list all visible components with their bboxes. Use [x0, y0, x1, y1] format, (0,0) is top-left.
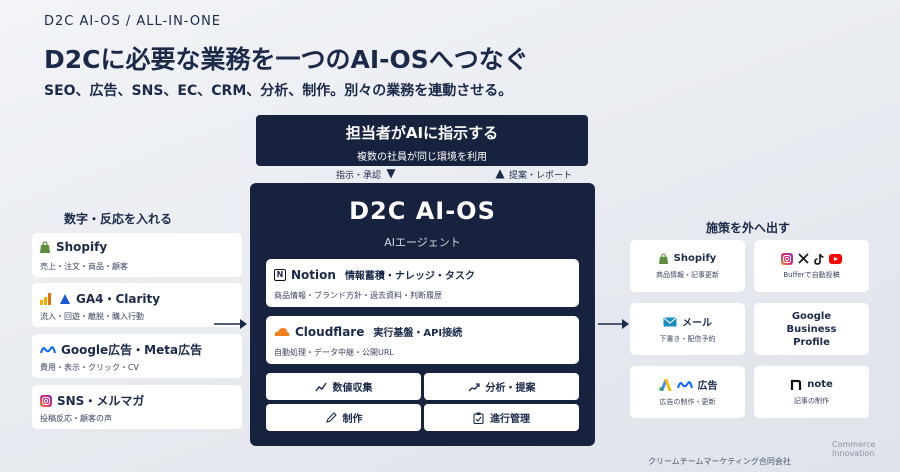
company-footer: クリームチームマーケティング合同会社 [648, 457, 791, 466]
page-title: D2Cに必要な業務を一つのAI-OSへつなぐ [44, 45, 529, 74]
output-desc: 広告の制作・更新 [659, 398, 716, 406]
input-ga4-clarity: GA4・Clarity 流入・回遊・離脱・購入行動 [32, 283, 242, 327]
core-subtitle: AIエージェント [384, 236, 461, 249]
function-progress: 進行管理 [424, 404, 579, 431]
down-arrow-label: 指示・承認 [336, 171, 382, 181]
input-name: GA4・Clarity [76, 292, 161, 306]
tool-desc: 商品情報・ブランド方針・過去資料・判断履歴 [274, 291, 442, 300]
output-name: Shopify [673, 253, 717, 264]
function-label: 数値収集 [332, 383, 373, 394]
operator-title: 担当者がAIに指示する [345, 124, 499, 142]
pen-icon [325, 411, 337, 424]
down-arrow-icon: ▼ [386, 166, 396, 180]
tool-name: Cloudflare [295, 324, 365, 339]
eyebrow: D2C AI-OS / ALL-IN-ONE [44, 14, 222, 29]
instagram-icon [781, 252, 793, 265]
output-name: note [807, 379, 833, 390]
output-desc: Bufferで自動投稿 [783, 270, 840, 279]
tool-tag: 実行基盤・API接続 [373, 328, 463, 339]
clipboard-icon [473, 412, 484, 424]
tool-notion: N Notion 情報蓄積・ナレッジ・タスク 商品情報・ブランド方針・過去資料・… [266, 259, 579, 307]
output-google-business: Google Business Profile [754, 303, 869, 355]
output-shopify: Shopify 商品情報・記事更新 [630, 240, 745, 292]
output-name: メール [682, 318, 712, 329]
ga4-icon [40, 292, 54, 305]
output-desc: 下書き・配信予約 [659, 335, 716, 343]
tool-tag: 情報蓄積・ナレッジ・タスク [344, 271, 475, 282]
output-note: note 記事の制作 [754, 366, 869, 418]
tool-cloudflare: Cloudflare 実行基盤・API接続 自動処理・データ中継・公開URL [266, 316, 579, 364]
trend-icon [468, 382, 480, 392]
google-ads-icon [658, 378, 672, 391]
cloudflare-icon [274, 327, 290, 337]
function-label: 分析・提案 [485, 383, 536, 394]
function-analysis: 分析・提案 [424, 373, 579, 400]
x-icon [798, 253, 809, 264]
output-name: Google Business Profile [786, 310, 837, 348]
core-panel: D2C AI-OS AIエージェント N Notion 情報蓄積・ナレッジ・タス… [250, 183, 595, 446]
youtube-icon [829, 253, 842, 264]
meta-icon [676, 380, 693, 390]
operator-sub: 複数の社員が同じ環境を利用 [357, 152, 487, 163]
function-label: 制作 [342, 414, 363, 425]
clarity-icon [59, 293, 71, 305]
output-arrow-icon [598, 318, 630, 334]
shopify-icon [658, 252, 669, 265]
tool-name: Notion [291, 267, 336, 282]
input-ads: Google広告・Meta広告 費用・表示・クリック・CV [32, 334, 242, 378]
corner-logo-line: Commerce [832, 440, 876, 449]
up-arrow-icon: ▲ [495, 166, 505, 180]
output-ads: 広告 広告の制作・更新 [630, 366, 745, 418]
input-desc: 費用・表示・クリック・CV [40, 363, 139, 372]
input-name: SNS・メルマガ [57, 394, 145, 408]
corner-logo: Commerce Innovation [832, 440, 875, 458]
function-label: 進行管理 [490, 414, 530, 425]
input-shopify: Shopify 売上・注文・商品・顧客 [32, 233, 242, 277]
notion-icon: N [274, 268, 286, 281]
output-desc: 商品情報・記事更新 [656, 270, 719, 279]
output-name: 広告 [697, 381, 718, 392]
instagram-icon [40, 394, 52, 407]
shopify-icon [40, 240, 51, 254]
input-desc: 投稿反応・顧客の声 [40, 414, 112, 423]
corner-logo-line: Innovation [832, 449, 875, 458]
output-mail: メール 下書き・配信予約 [630, 303, 745, 355]
chart-icon [314, 382, 327, 392]
function-data-collection: 数値収集 [266, 373, 421, 400]
input-name: Google広告・Meta広告 [61, 343, 203, 357]
input-desc: 売上・注文・商品・顧客 [40, 262, 128, 271]
input-sns-mail: SNS・メルマガ 投稿反応・顧客の声 [32, 385, 242, 429]
note-icon [790, 379, 802, 391]
input-name: Shopify [56, 240, 108, 254]
input-desc: 流入・回遊・離脱・購入行動 [40, 312, 144, 321]
output-desc: 記事の制作 [794, 396, 829, 405]
operator-box: 担当者がAIに指示する 複数の社員が同じ環境を利用 [256, 115, 588, 166]
up-arrow-label: 提案・レポート [509, 171, 573, 181]
tiktok-icon [814, 253, 824, 265]
mail-icon [663, 317, 677, 327]
inputs-heading: 数字・反応を入れる [64, 212, 173, 226]
outputs-heading: 施策を外へ出す [706, 221, 791, 235]
input-arrow-icon [214, 318, 248, 334]
core-title: D2C AI-OS [349, 197, 496, 225]
function-production: 制作 [266, 404, 421, 431]
tool-desc: 自動処理・データ中継・公開URL [274, 348, 394, 357]
meta-icon [40, 345, 56, 355]
page-subtitle: SEO、広告、SNS、EC、CRM、分析、制作。別々の業務を連動させる。 [44, 83, 513, 99]
output-social: Bufferで自動投稿 [754, 240, 869, 292]
